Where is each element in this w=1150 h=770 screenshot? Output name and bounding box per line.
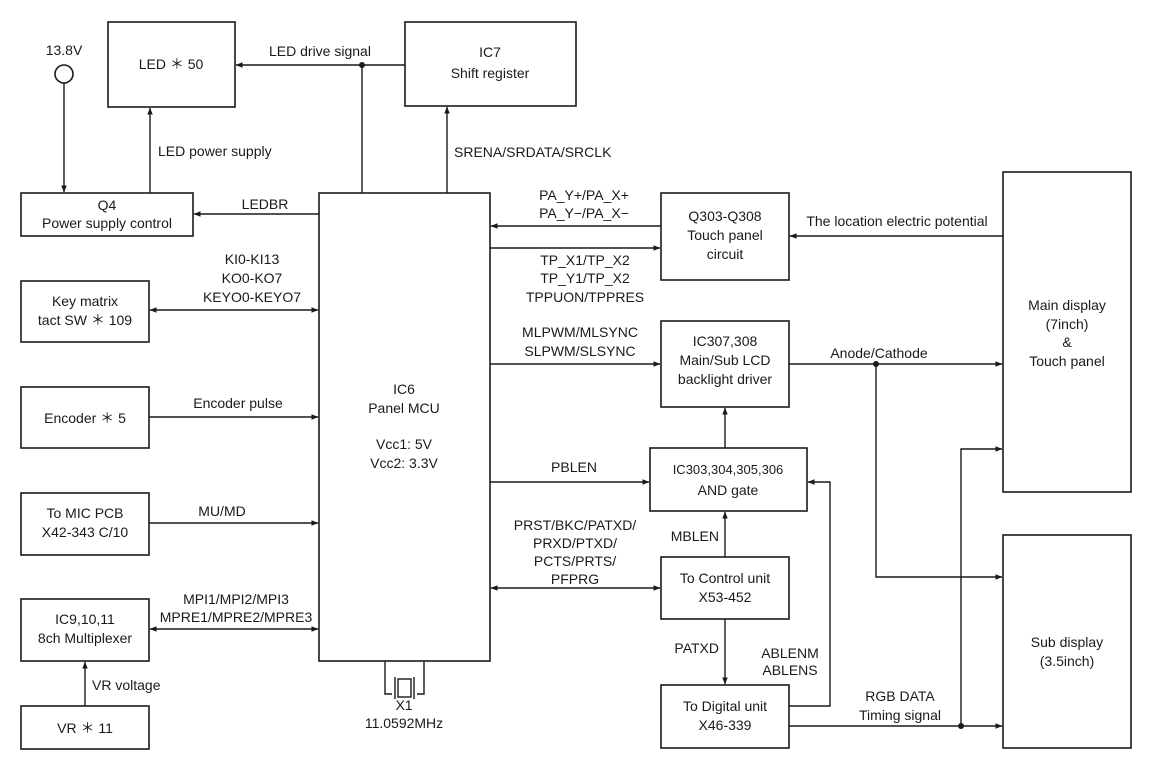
timing-signal-label: Timing signal xyxy=(859,707,941,723)
sub-display-line-1: Sub display xyxy=(1031,634,1103,650)
ic6-line-2: Panel MCU xyxy=(368,400,440,416)
main-display-line-3: & xyxy=(1062,334,1072,350)
vr-voltage-label: VR voltage xyxy=(92,677,161,693)
ic6-line-3: Vcc1: 5V xyxy=(376,436,433,452)
prst-label: PRST/BKC/PATXD/ xyxy=(514,517,637,533)
ablenm-label: ABLENM xyxy=(761,645,819,661)
mlpwm-label: MLPWM/MLSYNC xyxy=(522,324,638,340)
key-matrix-line-2: tact SW ＊ 109 xyxy=(38,312,132,328)
ic303-block: IC303,304,305,306 AND gate xyxy=(649,447,808,512)
mic-block: To MIC PCB X42-343 C/10 xyxy=(20,492,150,556)
q303-line-3: circuit xyxy=(707,246,744,262)
mic-line-1: To MIC PCB xyxy=(46,505,123,521)
led-drive-signal-label: LED drive signal xyxy=(269,43,371,59)
ic7-line-1: IC7 xyxy=(479,44,501,60)
digital-line-2: X46-339 xyxy=(699,717,752,733)
led-block: LED ＊ 50 xyxy=(107,21,236,108)
encoder-block: Encoder ＊ 5 xyxy=(20,386,150,449)
sub-display-line-2: (3.5inch) xyxy=(1040,653,1094,669)
control-unit-block: To Control unit X53-452 xyxy=(660,556,790,620)
encoder-pulse-label: Encoder pulse xyxy=(193,395,283,411)
tp-y-label: TP_Y1/TP_X2 xyxy=(540,270,630,286)
ic9-block: IC9,10,11 8ch Multiplexer xyxy=(20,598,150,662)
srena-label: SRENA/SRDATA/SRCLK xyxy=(454,144,612,160)
keyo-label: KEYO0-KEYO7 xyxy=(203,289,301,305)
pa-plus-label: PA_Y+/PA_X+ xyxy=(539,187,629,203)
tppuon-label: TPPUON/TPPRES xyxy=(526,289,644,305)
prxd-label: PRXD/PTXD/ xyxy=(533,535,617,551)
location-potential-label: The location electric potential xyxy=(806,213,987,229)
main-display-block: Main display (7inch) & Touch panel xyxy=(1002,171,1132,493)
signal-labels: LED drive signal LED power supply SRENA/… xyxy=(92,43,988,723)
key-matrix-line-1: Key matrix xyxy=(52,293,118,309)
patxd-label: PATXD xyxy=(674,640,719,656)
ic303-line-2: AND gate xyxy=(698,482,759,498)
main-display-line-1: Main display xyxy=(1028,297,1106,313)
control-line-1: To Control unit xyxy=(680,570,770,586)
slpwm-label: SLPWM/SLSYNC xyxy=(524,343,635,359)
rgb-data-label: RGB DATA xyxy=(865,688,935,704)
ic6-line-1: IC6 xyxy=(393,381,415,397)
supply-voltage-label: 13.8V xyxy=(46,42,83,58)
mpre-label: MPRE1/MPRE2/MPRE3 xyxy=(160,609,313,625)
pblen-label: PBLEN xyxy=(551,459,597,475)
main-display-line-2: (7inch) xyxy=(1046,316,1089,332)
ic6-block: IC6 Panel MCU Vcc1: 5V Vcc2: 3.3V xyxy=(318,192,491,662)
control-line-2: X53-452 xyxy=(699,589,752,605)
digital-line-1: To Digital unit xyxy=(683,698,767,714)
led-block-label: LED ＊ 50 xyxy=(139,56,204,72)
q303-line-1: Q303-Q308 xyxy=(688,208,761,224)
q4-line-1: Q4 xyxy=(98,197,117,213)
pa-minus-label: PA_Y−/PA_X− xyxy=(539,205,629,221)
vr-block-label: VR ＊ 11 xyxy=(57,720,113,736)
ic307-line-2: Main/Sub LCD xyxy=(679,352,770,368)
ic9-line-2: 8ch Multiplexer xyxy=(38,630,132,646)
q303-block: Q303-Q308 Touch panel circuit xyxy=(660,192,790,281)
mpi-label: MPI1/MPI2/MPI3 xyxy=(183,591,289,607)
led-power-supply-label: LED power supply xyxy=(158,143,272,159)
q4-block: Q4 Power supply control xyxy=(20,192,194,237)
mblen-label: MBLEN xyxy=(671,528,719,544)
digital-unit-block: To Digital unit X46-339 xyxy=(660,684,790,749)
ablens-label: ABLENS xyxy=(762,662,817,678)
connections xyxy=(61,62,1003,729)
ic307-block: IC307,308 Main/Sub LCD backlight driver xyxy=(660,320,790,408)
q4-line-2: Power supply control xyxy=(42,215,172,231)
ko-label: KO0-KO7 xyxy=(222,270,283,286)
crystal-x1: X1 11.0592MHz xyxy=(365,661,443,731)
pcts-label: PCTS/PRTS/ xyxy=(534,553,616,569)
sub-display-block: Sub display (3.5inch) xyxy=(1002,534,1132,749)
anode-cathode-label: Anode/Cathode xyxy=(830,345,928,361)
vr-block: VR ＊ 11 xyxy=(20,705,150,750)
ic307-line-3: backlight driver xyxy=(678,371,772,387)
ic7-block: IC7 Shift register xyxy=(404,21,577,107)
crystal-frequency: 11.0592MHz xyxy=(365,715,443,731)
ic7-line-2: Shift register xyxy=(451,65,530,81)
ki-label: KI0-KI13 xyxy=(225,251,280,267)
ic9-line-1: IC9,10,11 xyxy=(55,611,115,627)
ic303-line-1: IC303,304,305,306 xyxy=(673,462,784,477)
mu-md-label: MU/MD xyxy=(198,503,245,519)
ledbr-label: LEDBR xyxy=(242,196,289,212)
ic307-line-1: IC307,308 xyxy=(693,333,758,349)
pfprg-label: PFPRG xyxy=(551,571,599,587)
power-terminal: 13.8V xyxy=(46,42,83,84)
tp-x-label: TP_X1/TP_X2 xyxy=(540,252,630,268)
crystal-label: X1 xyxy=(395,697,412,713)
encoder-block-label: Encoder ＊ 5 xyxy=(44,410,126,426)
ic6-line-4: Vcc2: 3.3V xyxy=(370,455,438,471)
mic-line-2: X42-343 C/10 xyxy=(42,524,129,540)
key-matrix-block: Key matrix tact SW ＊ 109 xyxy=(20,280,150,343)
main-display-line-4: Touch panel xyxy=(1029,353,1105,369)
q303-line-2: Touch panel xyxy=(687,227,763,243)
